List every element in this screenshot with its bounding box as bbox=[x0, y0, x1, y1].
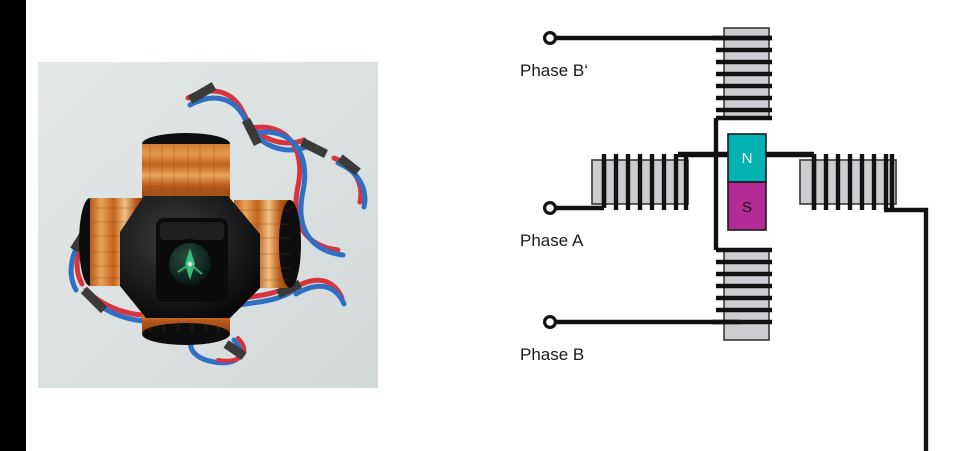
schematic-canvas: N S Phase B‘ Phase A Phase B bbox=[520, 27, 929, 451]
core-bottom bbox=[723, 249, 770, 341]
lead-right-down bbox=[884, 207, 929, 451]
coil-left-turns bbox=[601, 154, 689, 210]
rotor-north-label: N bbox=[742, 150, 753, 167]
coil-bottom-turns bbox=[712, 247, 772, 325]
terminal-phase-a-node bbox=[542, 201, 557, 216]
terminal-phase-b-prime-node bbox=[542, 30, 557, 45]
permanent-magnet-rotor: N S bbox=[727, 133, 767, 231]
compass-rotor bbox=[165, 239, 215, 289]
left-black-bar bbox=[0, 0, 26, 451]
label-phase-b: Phase B bbox=[520, 345, 584, 364]
label-phase-b-prime: Phase B‘ bbox=[520, 61, 588, 80]
wire-harness bbox=[68, 82, 368, 366]
winding-wires bbox=[556, 35, 929, 451]
terminal-phase-b-node bbox=[542, 315, 557, 330]
motor-schematic: N S Phase B‘ Phase A Phase B bbox=[500, 0, 956, 451]
coil-right-turns bbox=[811, 154, 895, 210]
label-phase-a: Phase A bbox=[520, 231, 584, 250]
rotor-south-label: S bbox=[742, 199, 752, 216]
motor-photograph bbox=[38, 62, 378, 388]
photo-canvas bbox=[38, 62, 378, 388]
terminals bbox=[542, 30, 557, 330]
rotor-south-pole bbox=[727, 181, 767, 231]
coil-top-turns bbox=[712, 35, 772, 121]
coil-top-photo bbox=[142, 133, 230, 208]
